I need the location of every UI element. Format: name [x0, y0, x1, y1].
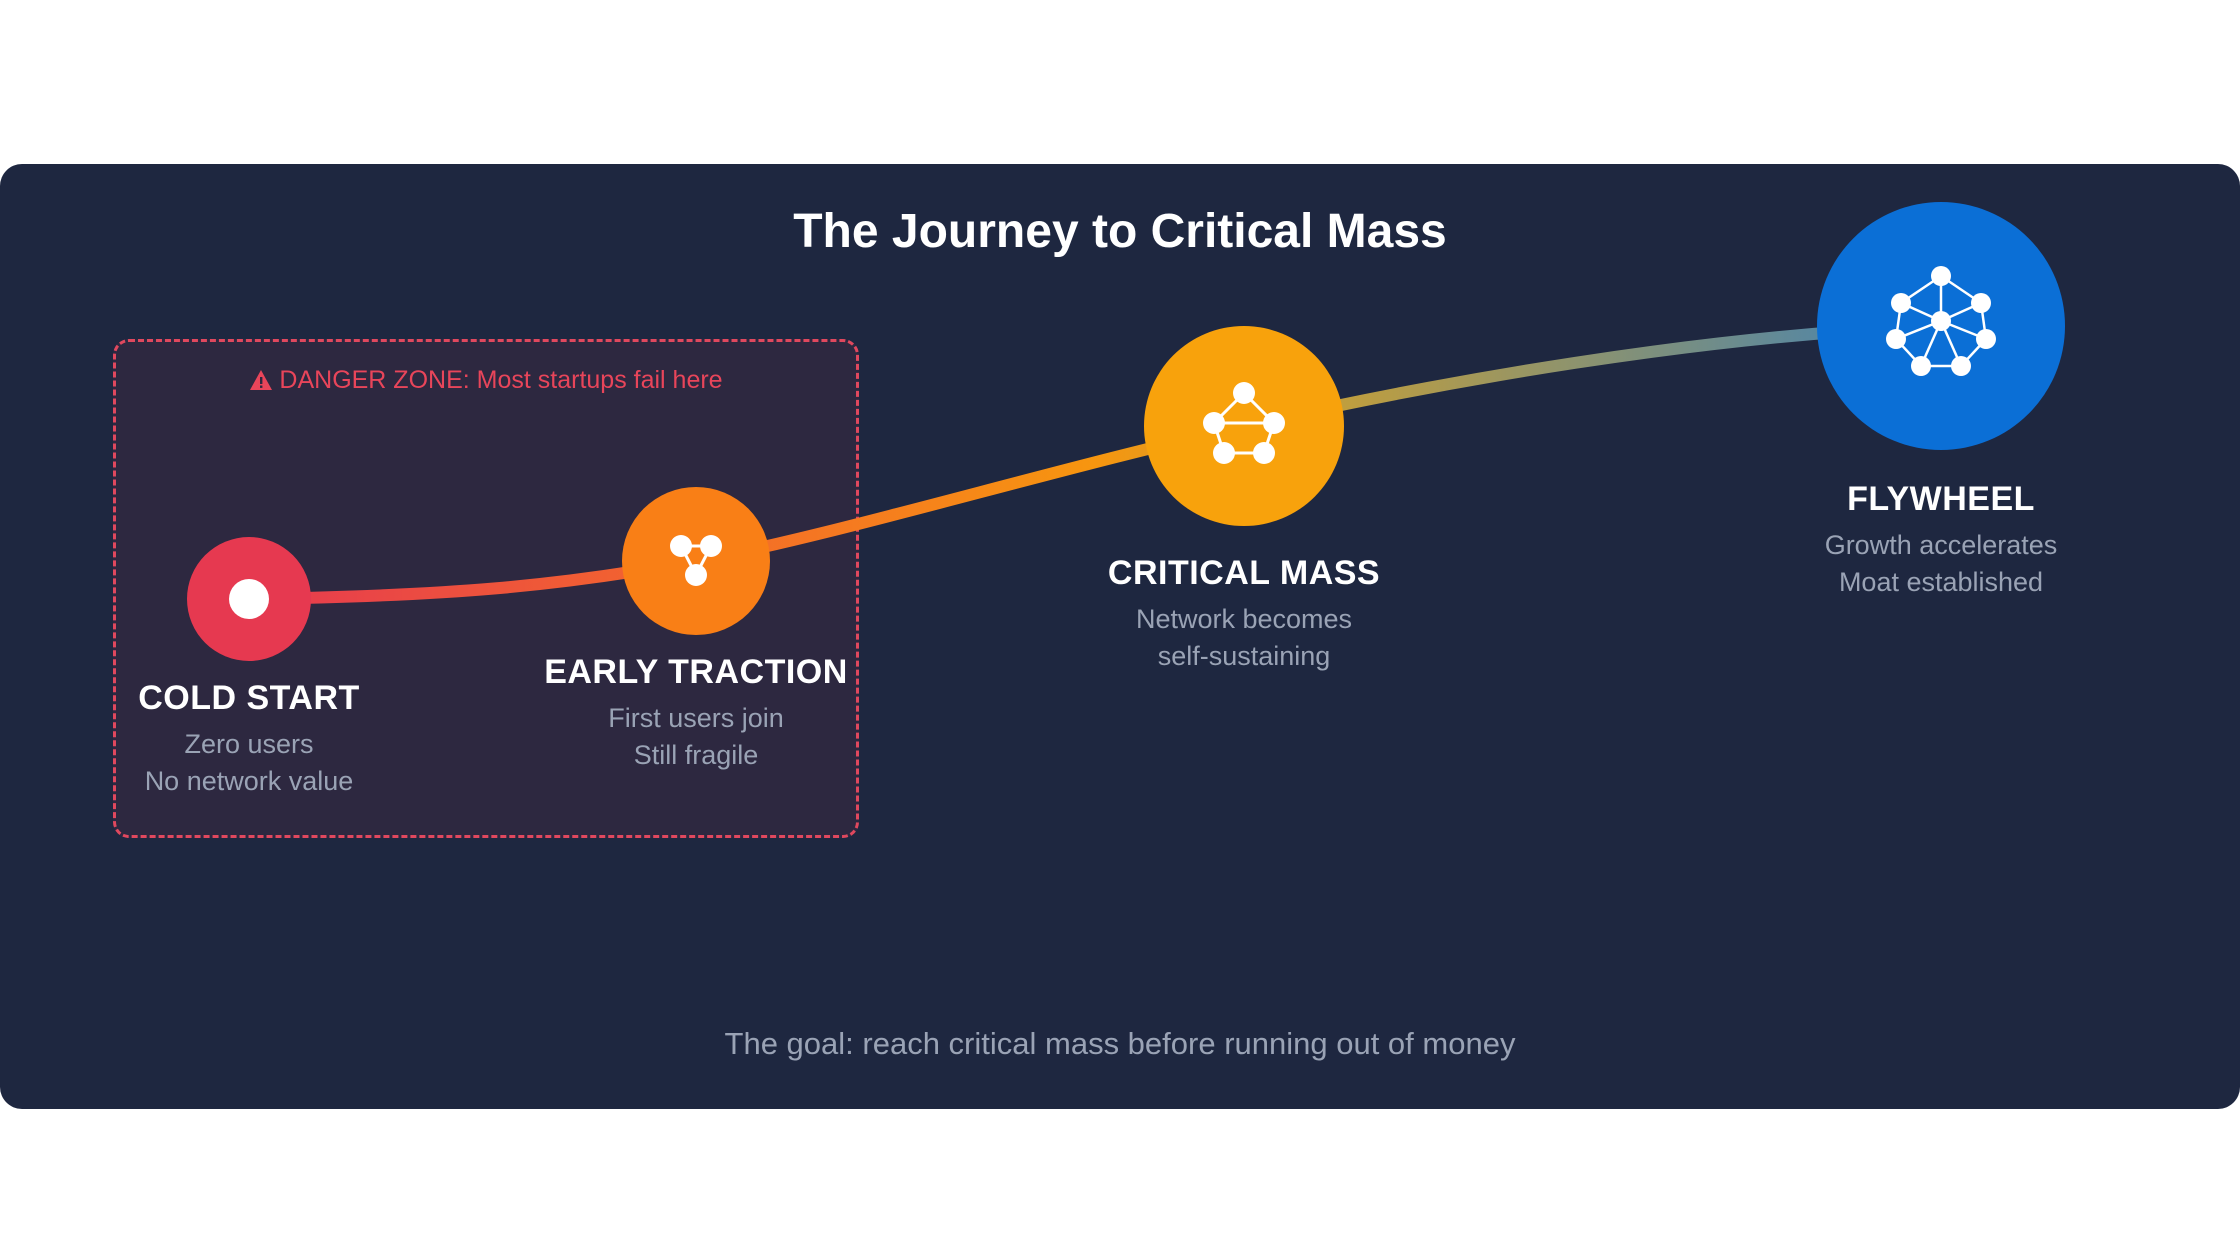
stage-desc: Network becomes: [1135, 604, 1353, 634]
stage-desc: Still fragile: [633, 740, 759, 770]
stage-title: FLYWHEEL: [1847, 480, 2035, 518]
stage-desc: No network value: [144, 766, 354, 796]
journey-curve: [243, 320, 1947, 605]
page-title: The Journey to Critical Mass: [793, 205, 1447, 258]
warning-icon: [250, 370, 273, 390]
stage-title: COLD START: [138, 679, 360, 717]
danger-zone-text: DANGER ZONE: Most startups fail here: [279, 366, 723, 394]
stage-title: CRITICAL MASS: [1107, 554, 1381, 592]
stage-desc: First users join: [608, 703, 784, 733]
stage-flywheel: FLYWHEEL Growth accelerates Moat establi…: [1741, 480, 2141, 601]
danger-zone-label: DANGER ZONE: Most startups fail here: [116, 366, 856, 395]
diagram-panel: The Journey to Critical Mass DANGER ZONE…: [0, 164, 2240, 1109]
small-network-icon: [670, 535, 722, 586]
stage-desc: Growth accelerates: [1824, 530, 2058, 560]
stage-desc: Moat established: [1838, 567, 2044, 597]
dot-icon: [229, 579, 269, 619]
flywheel-node: [1817, 202, 2065, 450]
large-network-icon: [1886, 266, 1996, 376]
stage-desc: self-sustaining: [1157, 641, 1331, 671]
footer-note: The goal: reach critical mass before run…: [724, 1026, 1516, 1061]
stage-desc: Zero users: [184, 729, 314, 759]
journey-path: [243, 320, 1947, 605]
stage-critical-mass: CRITICAL MASS Network becomes self-susta…: [1044, 554, 1444, 675]
stage-title: EARLY TRACTION: [544, 653, 848, 691]
cold-start-node: [187, 537, 311, 661]
critical-mass-node: [1144, 326, 1344, 526]
medium-network-icon: [1203, 382, 1285, 464]
early-traction-node: [622, 487, 770, 635]
stage-cold-start: COLD START Zero users No network value: [49, 679, 449, 800]
stage-early-traction: EARLY TRACTION First users join Still fr…: [496, 653, 896, 774]
